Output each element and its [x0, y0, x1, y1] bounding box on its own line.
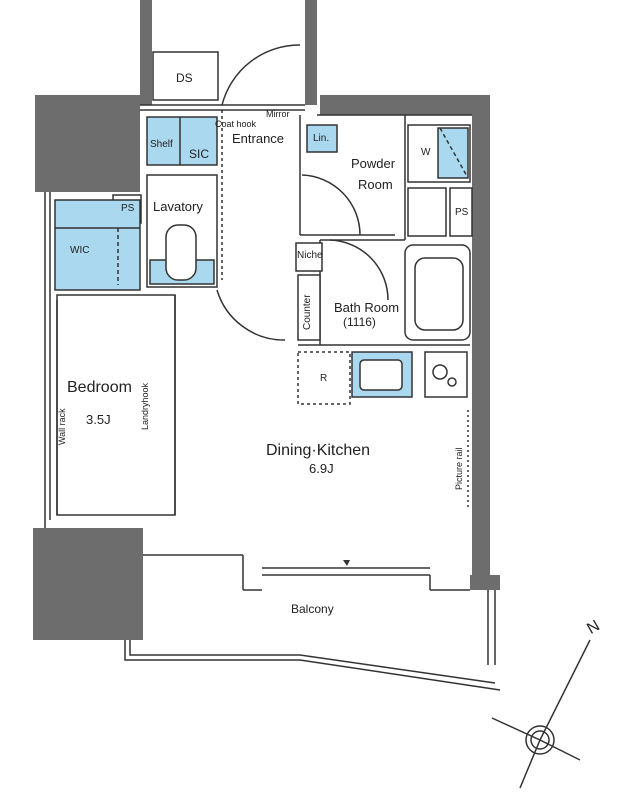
label-landryhook: Landryhook: [140, 382, 150, 430]
toilet: [165, 224, 197, 281]
wall-top-right: [320, 95, 490, 115]
label-powder-room-2: Room: [358, 177, 393, 192]
niche-box: [295, 242, 323, 272]
label-shelf: Shelf: [150, 139, 173, 150]
wall-lower-left: [33, 528, 143, 640]
wall-upper-left: [35, 95, 140, 192]
label-dining-kitchen-size: 6.9J: [309, 461, 334, 476]
label-ds: DS: [176, 71, 193, 85]
label-lavatory: Lavatory: [153, 199, 203, 214]
wall-top-middle: [305, 0, 317, 105]
label-powder-room-1: Powder: [351, 156, 396, 171]
label-ps-right: PS: [455, 207, 469, 218]
wall-right: [472, 115, 490, 585]
counter-box: [297, 274, 321, 341]
label-lin: Lin.: [313, 133, 330, 144]
label-r: R: [320, 373, 328, 384]
ps-right-box: [449, 187, 473, 237]
fridge-space: [297, 351, 351, 405]
label-bath-room-size: (1116): [343, 315, 376, 329]
ds-box: [152, 51, 219, 101]
label-wic: WIC: [70, 245, 90, 256]
label-balcony: Balcony: [291, 602, 334, 616]
label-bedroom-size: 3.5J: [86, 412, 111, 427]
label-entrance: Entrance: [232, 131, 285, 146]
label-dining-kitchen: Dining·Kitchen: [266, 442, 371, 459]
label-counter: Counter: [302, 294, 313, 330]
balcony-rail: [124, 640, 501, 691]
wic-closet: [54, 199, 141, 291]
label-niche: Niche: [297, 250, 323, 261]
label-bath-room: Bath Room: [334, 300, 400, 315]
label-coat-hook: Coat hook: [215, 119, 257, 129]
label-sic: SIC: [189, 147, 210, 161]
wall-top-left: [140, 0, 152, 105]
label-bedroom: Bedroom: [67, 379, 132, 396]
label-wall-rack: Wall rack: [57, 408, 67, 445]
label-ps-left: PS: [121, 203, 135, 214]
wall-right-bottom: [470, 575, 500, 590]
label-picture-rail: Picture rail: [454, 447, 464, 490]
compass-rose: [491, 639, 591, 789]
bedroom-area: [56, 294, 176, 516]
shelf-sic-storage: [146, 116, 218, 166]
linen-cabinet: [306, 124, 338, 153]
label-mirror: Mirror: [266, 109, 290, 119]
label-w: W: [421, 147, 431, 158]
